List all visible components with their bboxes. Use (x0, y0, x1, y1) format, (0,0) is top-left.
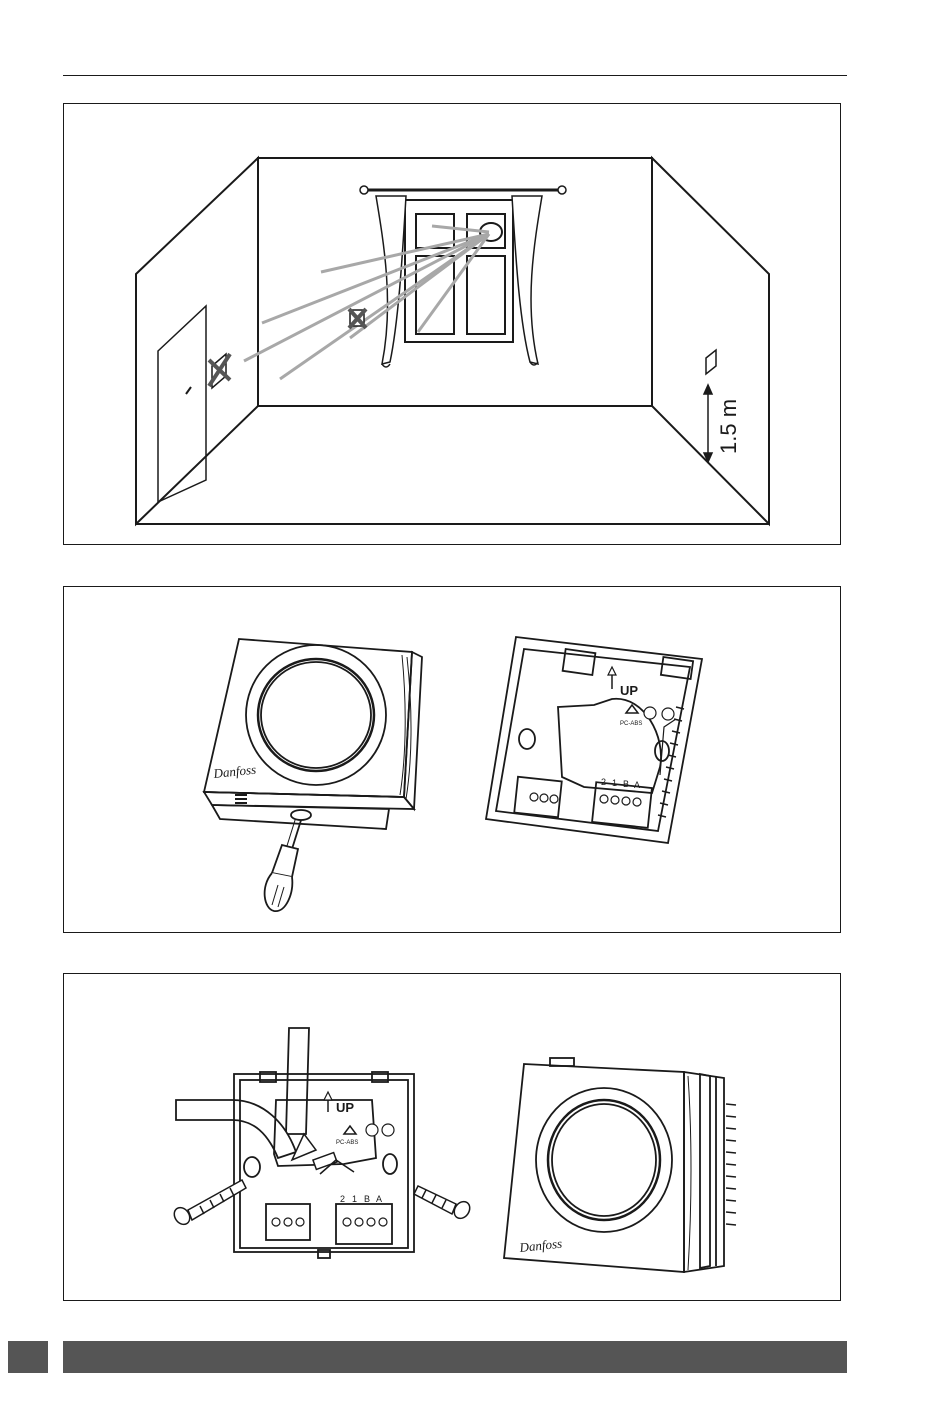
terminal-label: 2 (340, 1194, 345, 1204)
vent-slots (235, 795, 247, 803)
screwdriver-icon (265, 810, 311, 911)
wrong-position-marker-door (209, 354, 230, 388)
opening-illustration: Danfoss (64, 587, 842, 934)
room-placement-panel: 1.5 m (63, 103, 841, 545)
side-vents-3 (726, 1104, 736, 1225)
material-label: PC-ABS (336, 1140, 358, 1146)
mounting-illustration: UP PC-ABS 2 1 B A (64, 974, 842, 1302)
right-wall (652, 158, 769, 524)
left-wall (136, 158, 258, 524)
up-label: UP (336, 1100, 354, 1115)
up-arrow-icon (324, 1092, 332, 1100)
thermostat-front (204, 639, 422, 829)
mounting-panel: UP PC-ABS 2 1 B A (63, 973, 841, 1301)
curtain-rod (360, 186, 566, 194)
wrong-position-marker-wall (349, 309, 366, 328)
cables (176, 1028, 309, 1158)
terminal-label: B (364, 1194, 370, 1204)
terminal-label: A (634, 780, 640, 790)
sightlines (244, 226, 489, 379)
terminal-label: 1 (612, 778, 617, 788)
top-rule (63, 75, 847, 76)
recycle-icon (344, 1126, 356, 1134)
opening-panel: Danfoss (63, 586, 841, 933)
window (405, 200, 513, 342)
correct-position-marker (706, 350, 716, 374)
screw-right-icon (414, 1186, 473, 1221)
terminal-label: A (376, 1194, 382, 1204)
door-handle (186, 387, 191, 394)
terminal-label: B (623, 779, 629, 789)
terminal-label: 1 (352, 1194, 357, 1204)
material-label: PC-ABS (620, 721, 642, 727)
door (158, 306, 206, 502)
back-plate (486, 637, 702, 843)
room-illustration: 1.5 m (64, 104, 842, 546)
terminal-label: 2 (601, 777, 606, 787)
height-arrow (704, 385, 712, 462)
footer-bar (63, 1341, 847, 1373)
page-number-box (8, 1341, 48, 1373)
height-label: 1.5 m (716, 399, 741, 454)
up-label: UP (620, 683, 638, 698)
